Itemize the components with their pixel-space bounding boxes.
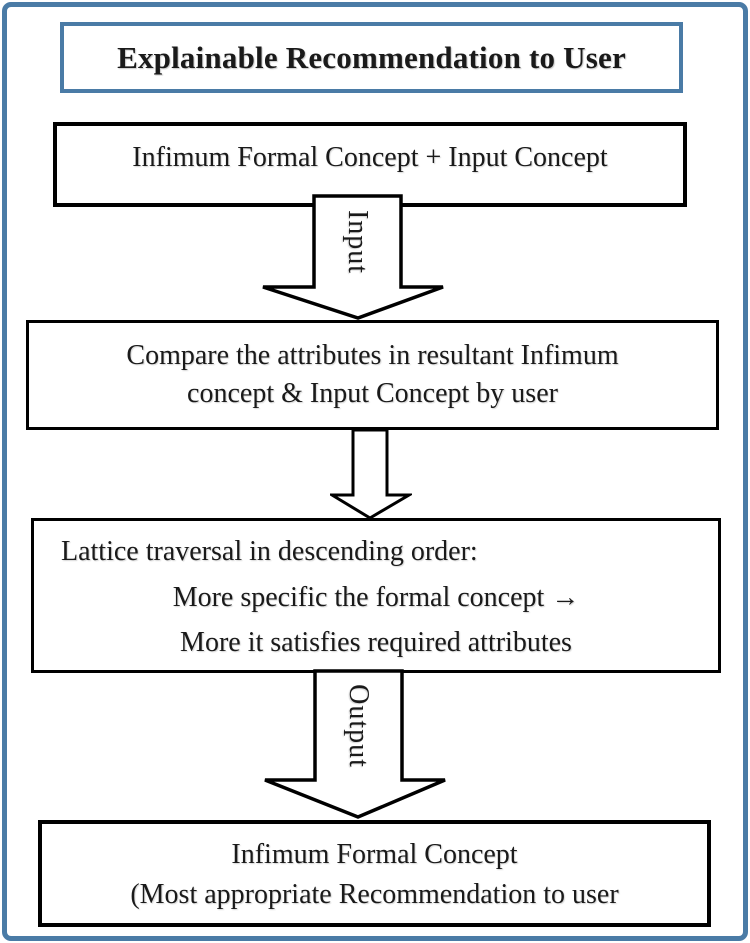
box-lattice-line-2: More it satisfies required attributes xyxy=(180,627,572,658)
input-arrow-label-wrap: Input xyxy=(312,198,402,286)
box-lattice-traversal: Lattice traversal in descending order: M… xyxy=(31,518,721,673)
output-arrow-label-wrap: Output xyxy=(313,673,403,779)
box-final-line-1: Infimum Formal Concept xyxy=(231,839,518,870)
box-compare-line-1: Compare the attributes in resultant Infi… xyxy=(126,340,619,371)
diagram-title: Explainable Recommendation to User xyxy=(117,39,626,75)
box-compare-line-2: concept & Input Concept by user xyxy=(187,378,558,409)
input-arrow-label: Input xyxy=(341,209,373,275)
input-arrow-icon xyxy=(262,194,444,320)
output-arrow-icon xyxy=(264,669,446,819)
box-final-recommendation: Infimum Formal Concept (Most appropriate… xyxy=(38,820,711,927)
box-compare-attributes: Compare the attributes in resultant Infi… xyxy=(26,320,719,430)
output-arrow-label: Output xyxy=(343,684,374,768)
box-lattice-line-1: More specific the formal concept → xyxy=(172,582,580,613)
down-arrow-icon xyxy=(330,428,412,520)
box-infimum-plus-input-text: Infimum Formal Concept + Input Concept xyxy=(132,142,608,173)
box-final-line-2: (Most appropriate Recommendation to user xyxy=(130,879,619,910)
title-box: Explainable Recommendation to User xyxy=(60,22,683,93)
box-lattice-heading: Lattice traversal in descending order: xyxy=(61,536,478,567)
